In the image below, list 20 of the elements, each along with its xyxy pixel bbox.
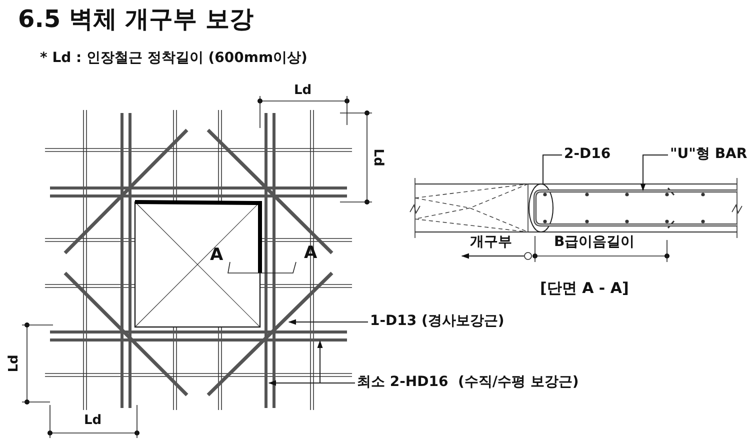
u-shaped-rebar (534, 190, 738, 226)
opening-label: 개구부 (470, 234, 512, 250)
callout-text: 2-D16 (564, 146, 611, 162)
callout-text: 최소 2-HD16 (수직/수평 보강근) (357, 374, 579, 390)
callout-text: "U"형 BAR (670, 146, 748, 162)
leader-line (640, 154, 668, 192)
title: 6.5 벽체 개구부 보강 (18, 6, 254, 34)
dimension-text: Ld (7, 354, 22, 372)
dimension-text: Ld (369, 148, 384, 166)
detail-ellipse (528, 184, 554, 232)
dimension-text: B급이음길이 (554, 234, 635, 250)
section-mark: A (210, 246, 224, 266)
leader-line (317, 340, 356, 384)
dimension-text: Ld (294, 84, 312, 99)
callout-text: 1-D13 (경사보강근) (370, 313, 504, 330)
leader-line (542, 154, 562, 184)
section-title: [단면 A - A] (540, 280, 629, 298)
dimension-text: Ld (84, 414, 102, 429)
leader-line (288, 319, 368, 325)
note: * Ld : 인장철근 정착길이 (600mm이상) (40, 50, 308, 66)
